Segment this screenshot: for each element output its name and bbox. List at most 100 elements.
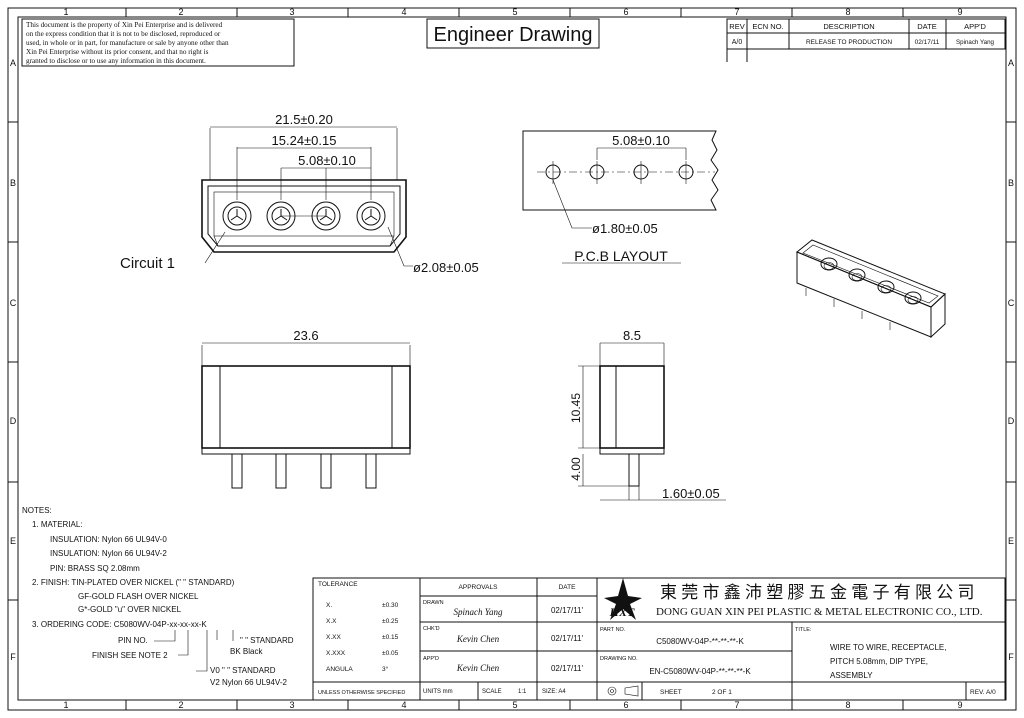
col-label-5: 5 <box>512 7 517 17</box>
dim-front-overall: 21.5±0.20 <box>275 112 333 127</box>
rev-header-date: DATE <box>917 22 936 31</box>
tol-label-1: X. <box>326 602 332 609</box>
col-label-7b: 7 <box>734 700 739 710</box>
drawing-no-label: DRAWING NO. <box>600 656 638 662</box>
title-line-3: ASSEMBLY <box>830 671 873 680</box>
col-label-1: 1 <box>63 7 68 17</box>
col-label-3b: 3 <box>289 700 294 710</box>
company-name-en: DONG GUAN XIN PEI PLASTIC & METAL ELECTR… <box>656 606 983 618</box>
approvals-header: APPROVALS <box>459 584 499 591</box>
circuit-label: Circuit 1 <box>120 255 175 272</box>
col-label-8b: 8 <box>845 700 850 710</box>
dim-front-span: 15.24±0.15 <box>272 133 337 148</box>
order-finish: FINISH SEE NOTE 2 <box>92 651 168 660</box>
row-label-d: D <box>10 416 17 426</box>
note-finish: 2. FINISH: TIN-PLATED OVER NICKEL (" " S… <box>32 578 235 587</box>
notes-heading: NOTES: <box>22 506 52 515</box>
col-label-3: 3 <box>289 7 294 17</box>
col-label-2b: 2 <box>178 700 183 710</box>
drawn-label: DRAWN <box>423 600 444 606</box>
dim-front-pitch: 5.08±0.10 <box>298 153 356 168</box>
scale-value: 1:1 <box>518 689 527 695</box>
drawn-date: 02/17/11' <box>551 606 584 615</box>
rev-tag: REV. A/0 <box>970 689 996 696</box>
tol-value-5: 3° <box>382 665 389 673</box>
tol-label-3: X.XX <box>326 634 341 641</box>
col-label-6b: 6 <box>623 700 628 710</box>
row-label-e: E <box>10 536 16 546</box>
rev-header-appd: APP'D <box>964 22 986 31</box>
title-line-1: WIRE TO WIRE, RECEPTACLE, <box>830 643 946 652</box>
row-label-f: F <box>10 652 16 662</box>
disclaimer-line-5: granted to disclose or to use any inform… <box>26 57 206 65</box>
dim-pcb-hole: ø1.80±0.05 <box>592 221 658 236</box>
checked-date: 02/17/11' <box>551 634 584 643</box>
col-label-8: 8 <box>845 7 850 17</box>
col-label-9: 9 <box>957 7 962 17</box>
dim-end-height: 10.45 <box>569 393 583 423</box>
row-label-e-r: E <box>1008 536 1014 546</box>
row-label-f-r: F <box>1008 652 1014 662</box>
row-label-c-r: C <box>1008 298 1015 308</box>
col-label-6: 6 <box>623 7 628 17</box>
col-label-4b: 4 <box>401 700 406 710</box>
column-zones: 1 2 3 4 5 6 7 8 9 1 2 3 4 5 6 7 8 9 <box>63 7 963 710</box>
sheet-of: 2 OF 1 <box>712 689 732 696</box>
approved-label: APP'D <box>423 656 439 662</box>
title-label: TITLE: <box>795 627 812 633</box>
rev-approver: Spinach Yang <box>956 39 995 46</box>
col-label-1b: 1 <box>63 700 68 710</box>
page-title: Engineer Drawing <box>434 24 593 46</box>
dim-pcb-pitch: 5.08±0.10 <box>612 133 670 148</box>
col-label-4: 4 <box>401 7 406 17</box>
dim-pin-dia: ø2.08±0.05 <box>413 260 479 275</box>
tol-label-2: X.X <box>326 618 337 625</box>
note-finish-gf: GF-GOLD FLASH OVER NICKEL <box>78 592 199 601</box>
rev-value: A/0 <box>732 39 743 46</box>
sheet-label: SHEET <box>660 689 682 696</box>
row-label-a: A <box>10 58 16 68</box>
col-label-9b: 9 <box>957 700 962 710</box>
tol-value-1: ±0.30 <box>382 602 399 609</box>
row-label-b: B <box>10 178 16 188</box>
dim-side-width: 23.6 <box>293 328 318 343</box>
approved-name: Kevin Chen <box>456 663 500 673</box>
order-standard-1: " " STANDARD <box>240 636 294 645</box>
units: UNITS mm <box>423 689 453 695</box>
side-view <box>201 342 411 489</box>
ordering-leaders <box>154 630 234 672</box>
rev-header-ecn: ECN NO. <box>752 22 783 31</box>
end-view <box>578 342 726 501</box>
checked-name: Kevin Chen <box>456 634 500 644</box>
checked-label: CHK'D <box>423 626 440 632</box>
disclaimer-line-2: on the express condition that it is not … <box>26 30 221 38</box>
rev-date: 02/17/11 <box>915 39 940 46</box>
isometric-view <box>796 239 946 339</box>
title-block <box>312 577 1006 701</box>
tolerance-footer: UNLESS OTHERWISE SPECIFIED <box>318 690 405 696</box>
scale-label: SCALE <box>482 689 502 695</box>
title-line-2: PITCH 5.08mm, DIP TYPE, <box>830 657 928 666</box>
row-label-c: C <box>10 298 17 308</box>
note-pin: PIN: BRASS SQ 2.08mm <box>50 564 140 573</box>
disclaimer-line-3: used, in whole or in part, for manufactu… <box>26 39 229 47</box>
company-logo <box>604 578 642 620</box>
rev-description: RELEASE TO PRODUCTION <box>806 39 892 46</box>
row-label-d-r: D <box>1008 416 1015 426</box>
drawn-name: Spinach Yang <box>454 607 503 617</box>
tol-value-3: ±0.15 <box>382 634 399 641</box>
disclaimer-box <box>21 18 295 67</box>
note-insulation-1: INSULATION: Nylon 66 UL94V-0 <box>50 535 167 544</box>
dim-pin-length: 4.00 <box>569 457 583 481</box>
row-label-a-r: A <box>1008 58 1014 68</box>
tol-value-2: ±0.25 <box>382 618 399 625</box>
tol-label-4: X.XXX <box>326 650 346 657</box>
col-label-2: 2 <box>178 7 183 17</box>
pcb-layout <box>522 130 719 264</box>
tolerance-header: TOLERANCE <box>318 581 358 588</box>
rev-header-description: DESCRIPTION <box>823 22 874 31</box>
col-label-5b: 5 <box>512 700 517 710</box>
order-pin-no: PIN NO. <box>118 636 148 645</box>
tol-value-4: ±0.05 <box>382 650 399 657</box>
